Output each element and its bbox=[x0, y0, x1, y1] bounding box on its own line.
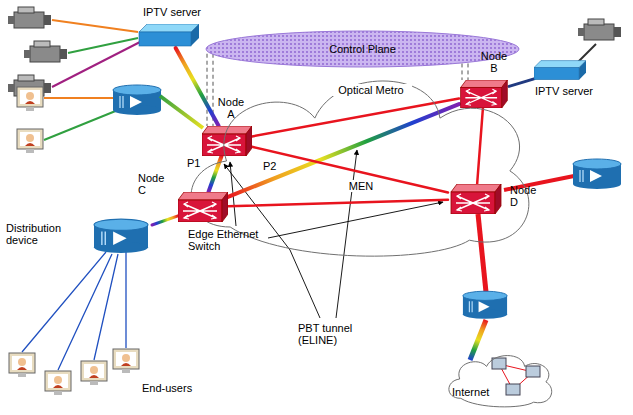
network-link bbox=[477, 108, 483, 184]
node-label: Control Plane bbox=[205, 43, 520, 55]
network-link bbox=[152, 216, 178, 225]
iptv-server: IPTV server bbox=[526, 60, 604, 100]
distribution-router-shape bbox=[90, 218, 152, 254]
group-label: End-users bbox=[142, 382, 202, 394]
network-link bbox=[208, 156, 221, 192]
edge-switch: Node D bbox=[448, 180, 548, 216]
iptv-server-shape bbox=[534, 60, 586, 82]
distribution-router: Distribution device bbox=[6, 216, 152, 258]
edge-switch-shape bbox=[448, 184, 504, 214]
edge-switch: Node B bbox=[455, 50, 517, 108]
edge-switch: Node C bbox=[138, 170, 230, 226]
iptv-server: IPTV server bbox=[130, 4, 216, 50]
node-label: Optical Metro bbox=[330, 84, 412, 96]
network-link bbox=[252, 147, 448, 193]
node-label: Internet bbox=[452, 386, 502, 398]
node-label: IPTV server bbox=[130, 6, 214, 18]
control-plane: Control Plane bbox=[205, 30, 522, 68]
node-label: Node B bbox=[477, 50, 511, 74]
node-label: Node C bbox=[138, 172, 174, 196]
network-link bbox=[176, 48, 219, 126]
callout-label: Edge Ethernet Switch bbox=[188, 228, 264, 252]
edge-switch: Node A bbox=[196, 96, 256, 156]
path-label: P1 bbox=[186, 157, 204, 169]
edge-switch-shape bbox=[459, 80, 509, 108]
node-label: IPTV server bbox=[526, 85, 602, 97]
node-label: MEN bbox=[345, 180, 377, 192]
node-label: Node D bbox=[510, 184, 544, 208]
internet-cloud-shape bbox=[444, 350, 556, 408]
control-link bbox=[462, 63, 468, 80]
node-label: Node A bbox=[214, 96, 248, 120]
network-link bbox=[509, 79, 534, 87]
edge-switch-shape bbox=[178, 192, 228, 222]
internet-cloud: Internet bbox=[420, 350, 560, 410]
node-label: Distribution device bbox=[6, 222, 78, 246]
callout-label: PBT tunnel (ELINE) bbox=[298, 322, 364, 346]
path-label: P2 bbox=[262, 160, 280, 172]
iptv-server-shape bbox=[138, 24, 200, 48]
network-link bbox=[228, 200, 448, 206]
network-link bbox=[228, 104, 459, 197]
